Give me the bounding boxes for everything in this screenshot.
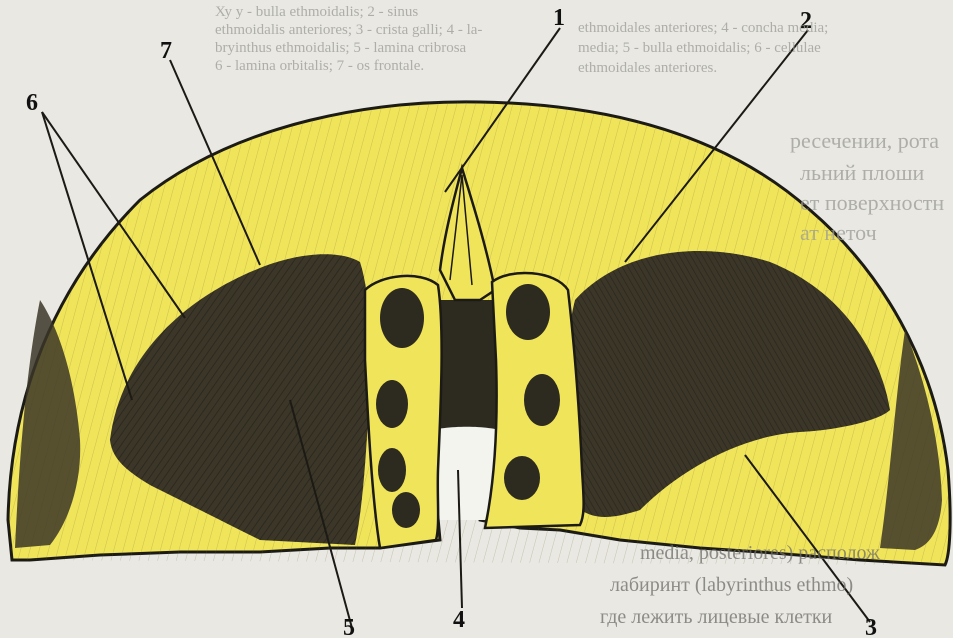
left-ethmoid-cell	[380, 288, 424, 348]
right-ethmoid-cell	[506, 284, 550, 340]
label-5: 5	[343, 615, 355, 638]
left-ethmoid-cell	[392, 492, 420, 528]
bg-text-bottom-right-2: лабиринт (labyrinthus ethmo)	[610, 574, 853, 597]
label-4: 4	[453, 607, 465, 633]
bg-text-right-3: ет поверхностн	[800, 190, 944, 216]
bg-text-top-left-2: ethmoidalis anteriores; 3 - crista galli…	[215, 22, 482, 39]
label-7: 7	[160, 38, 172, 64]
bg-text-right-2: льний плоши	[800, 160, 924, 186]
right-ethmoid-cell	[524, 374, 560, 426]
right-ethmoid-cell	[504, 456, 540, 500]
bg-text-right-1: ресечении, рота	[790, 128, 939, 154]
bg-text-bottom-right-1: media, posteriores) располож	[640, 542, 880, 565]
bg-text-top-left-3: bryinthus ethmoidalis; 5 - lamina cribro…	[215, 40, 466, 57]
label-6: 6	[26, 90, 38, 116]
bg-text-right-4: ат неточ	[800, 220, 877, 246]
left-ethmoid-cell	[378, 448, 406, 492]
bg-text-top-left-4: 6 - lamina orbitalis; 7 - os frontale.	[215, 58, 424, 75]
label-3: 3	[865, 615, 877, 638]
label-1: 1	[553, 5, 565, 31]
bg-text-top-left-1: Ху у - bulla ethmoidalis; 2 - sinus	[215, 4, 418, 21]
bg-text-top-right-3: ethmoidales anteriores.	[578, 60, 717, 77]
bg-text-top-right-1: ethmoidales anteriores; 4 - concha media…	[578, 20, 828, 37]
bg-text-top-right-2: media; 5 - bulla ethmoidalis; 6 - cellul…	[578, 40, 821, 57]
bg-text-bottom-right-3: где лежить лицевые клетки	[600, 606, 832, 629]
left-ethmoid-cell	[376, 380, 408, 428]
